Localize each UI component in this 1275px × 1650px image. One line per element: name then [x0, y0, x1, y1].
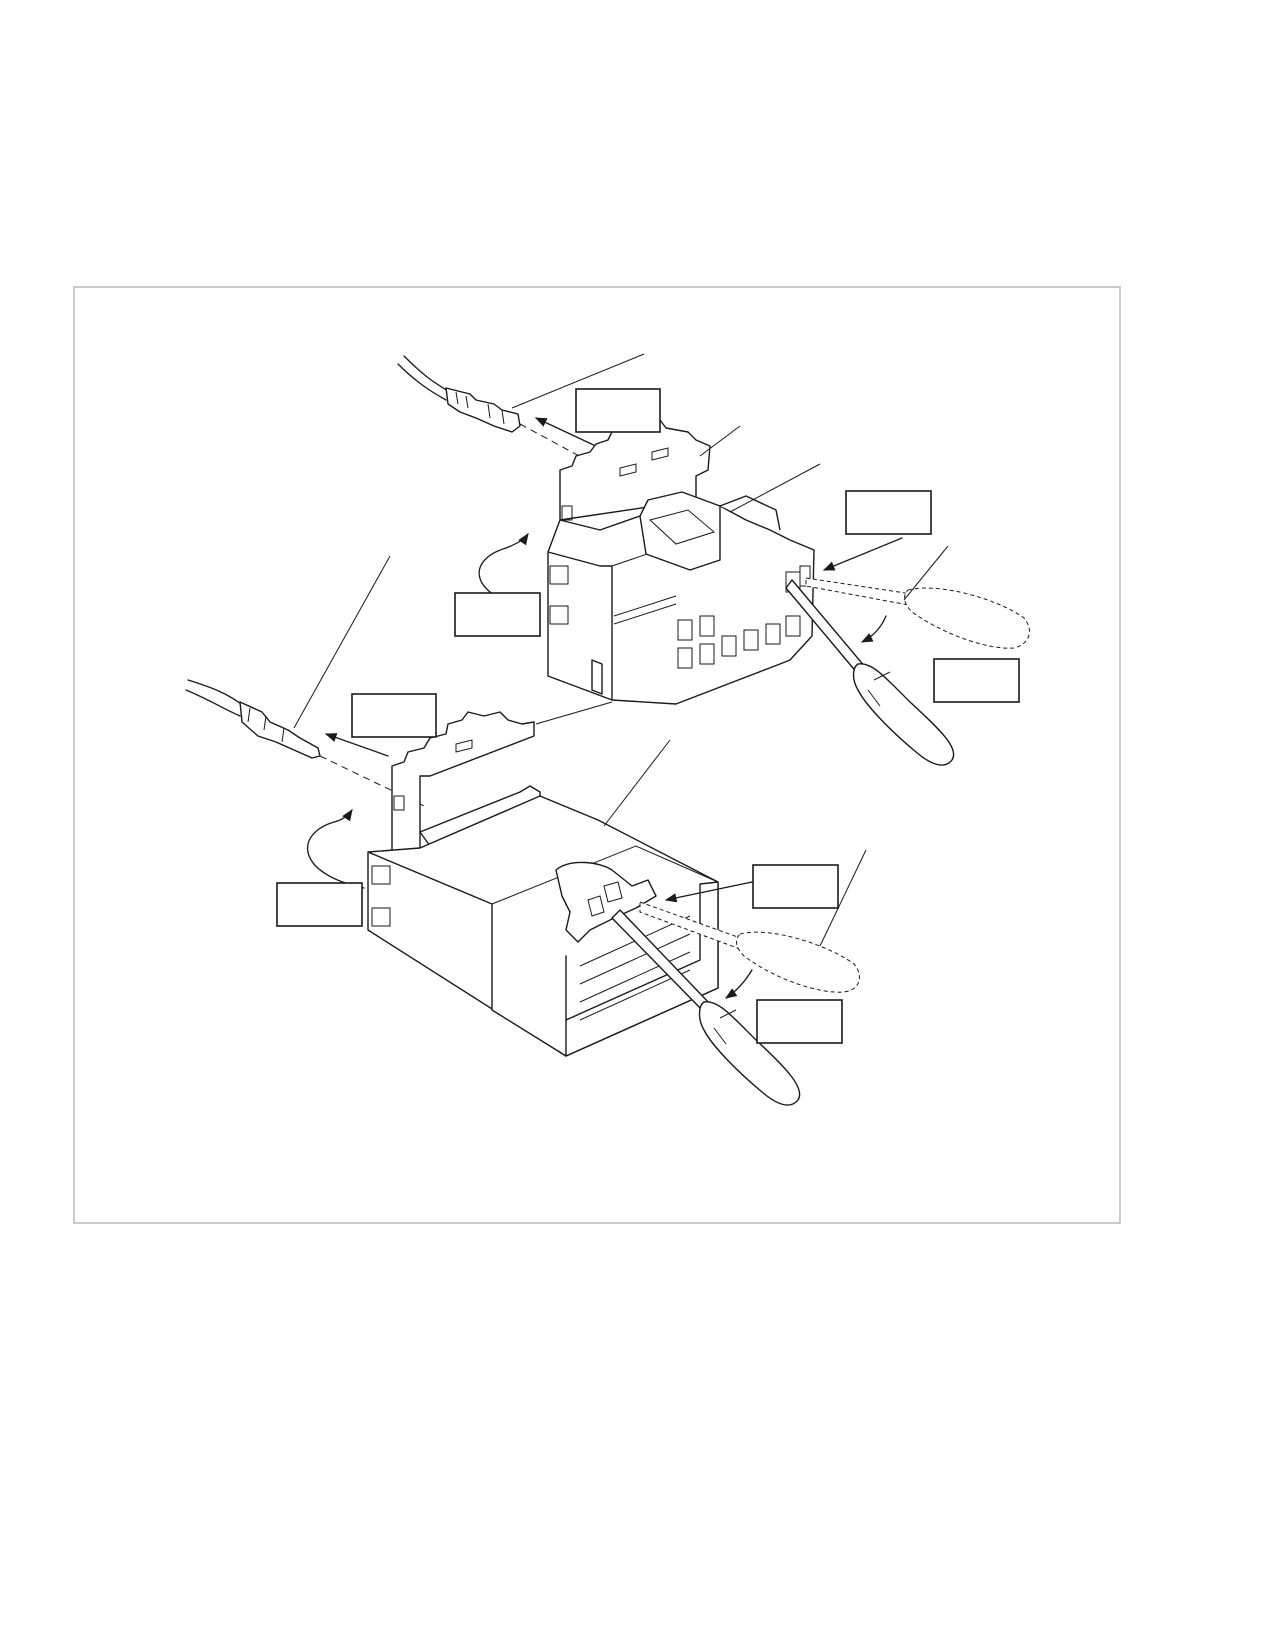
callout-bottom-lock	[276, 882, 363, 927]
callout-top-terminal	[575, 388, 661, 433]
bottom-housing	[367, 795, 719, 1057]
callout-bottom-retainer	[752, 864, 839, 909]
callout-top-retainer	[845, 490, 932, 535]
bottom-screwdriver-ghost	[639, 901, 860, 993]
bottom-tool-rotate-arrow	[725, 969, 753, 999]
top-insert-arrow	[822, 537, 903, 571]
top-tool-rotate-arrow	[860, 615, 887, 643]
top-screwdriver	[785, 579, 955, 766]
top-pull-arrow	[534, 417, 601, 449]
callout-top-lock	[454, 592, 541, 637]
callout-top-tool	[933, 658, 1020, 703]
bottom-lock-arrow	[307, 809, 365, 889]
bottom-insert-arrow	[664, 881, 753, 903]
bottom-pull-arrow	[324, 733, 389, 757]
figure-frame	[73, 286, 1121, 1224]
bottom-connector-assembly	[185, 679, 860, 1106]
top-screwdriver-ghost	[805, 577, 1030, 649]
bottom-screwdriver	[611, 909, 801, 1106]
bottom-wire-terminal	[185, 679, 321, 759]
top-housing	[547, 491, 815, 705]
callout-bottom-tool	[756, 999, 843, 1044]
top-wire-terminal	[397, 355, 521, 433]
callout-bottom-terminal	[351, 693, 437, 738]
leader-lines	[293, 353, 949, 947]
top-connector-assembly	[397, 355, 1030, 766]
